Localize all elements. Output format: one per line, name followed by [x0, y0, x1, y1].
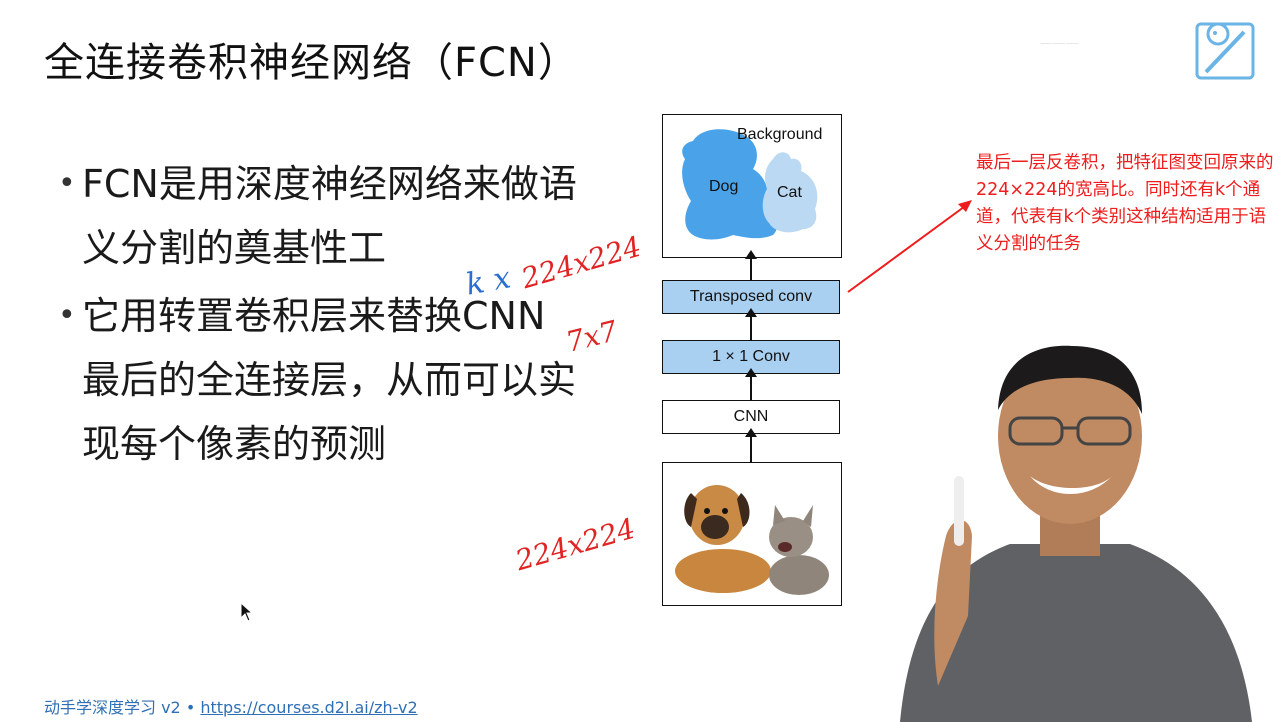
- label-background: Background: [737, 126, 822, 143]
- bullet-list: FCN是用深度神经网络来做语义分割的奠基性工 它用转置卷积层来替换CNN最后的全…: [58, 152, 578, 480]
- red-pointer-arrow-icon: [847, 200, 972, 293]
- input-photo: [662, 462, 842, 606]
- handwritten-input-size: 224x224: [511, 511, 639, 578]
- layer-cnn: CNN: [662, 400, 840, 434]
- cat-mask: [762, 152, 818, 233]
- arrow-up: [745, 250, 757, 280]
- presenter-video: [860, 316, 1280, 722]
- mouse-cursor-icon: [240, 602, 254, 622]
- footer: 动手学深度学习 v2 • https://courses.d2l.ai/zh-v…: [44, 694, 418, 718]
- watermark: ———: [1040, 36, 1079, 51]
- annotation-note: 最后一层反卷积，把特征图变回原来的224×224的宽高比。同时还有k个通道，代表…: [976, 153, 1274, 254]
- bilibili-logo-icon: [1195, 22, 1255, 80]
- label-cat: Cat: [777, 184, 802, 201]
- arrow-up: [745, 428, 757, 462]
- arrow-up: [745, 368, 757, 400]
- fcn-diagram: Background Dog Cat Transposed conv 1 × 1…: [640, 100, 870, 620]
- bullet-item: FCN是用深度神经网络来做语义分割的奠基性工: [58, 152, 578, 280]
- segmentation-output: Background Dog Cat: [662, 114, 842, 258]
- label-dog: Dog: [709, 178, 738, 195]
- bullet-item: 它用转置卷积层来替换CNN最后的全连接层，从而可以实现每个像素的预测: [58, 284, 578, 476]
- slide-title: 全连接卷积神经网络（FCN）: [44, 40, 579, 86]
- dog-mask: [682, 129, 777, 240]
- footer-course: 动手学深度学习 v2 •: [44, 698, 196, 717]
- course-link[interactable]: https://courses.d2l.ai/zh-v2: [200, 698, 418, 717]
- arrow-up: [745, 308, 757, 340]
